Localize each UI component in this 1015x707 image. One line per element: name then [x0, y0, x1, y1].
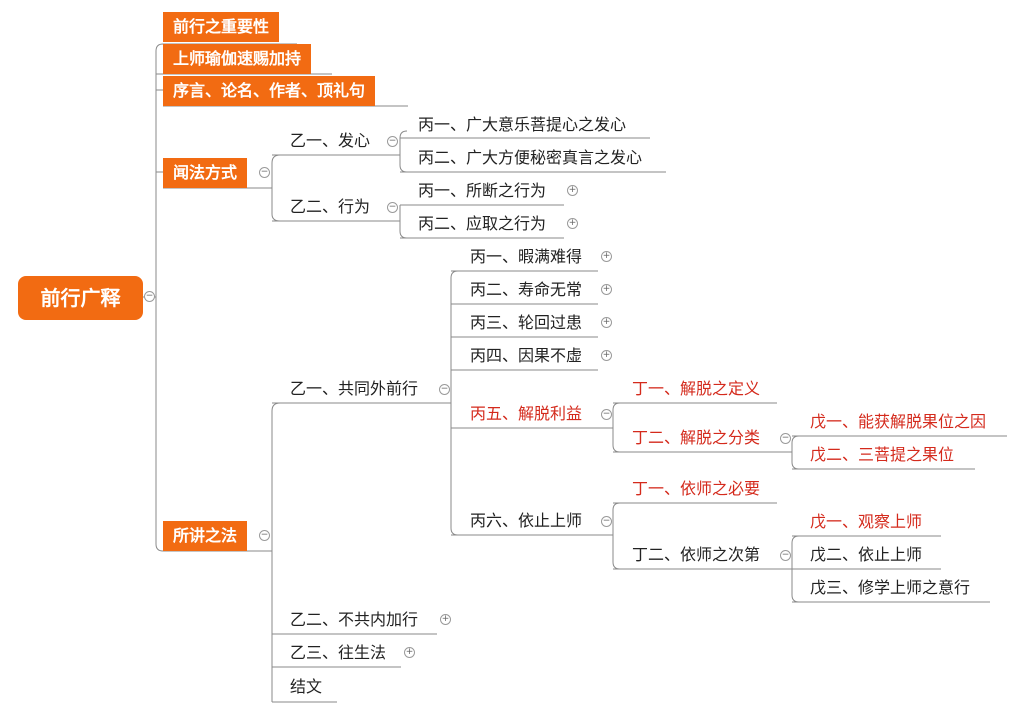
minus-circle-icon[interactable]: − — [439, 384, 450, 395]
topic-qianxing-importance[interactable]: 前行之重要性 — [163, 12, 280, 42]
plus-circle-icon[interactable]: + — [404, 647, 415, 658]
topic-bing1-suoduan[interactable]: 丙一、所断之行为 — [418, 181, 547, 200]
topic-wu1-guancha[interactable]: 戊一、观察上师 — [810, 512, 923, 531]
topic-bing4-yinguo[interactable]: 丙四、因果不虚 — [470, 346, 583, 365]
topic-suojiang[interactable]: 所讲之法 — [163, 521, 248, 551]
topic-bing3-lunhui[interactable]: 丙三、轮回过患 — [470, 313, 583, 332]
minus-circle-icon[interactable]: − — [144, 291, 155, 302]
topic-wu3-xiuxue[interactable]: 戊三、修学上师之意行 — [810, 578, 971, 597]
plus-circle-icon[interactable]: + — [601, 350, 612, 361]
topic-yi2-bugong[interactable]: 乙二、不共内加行 — [290, 610, 419, 629]
root-topic[interactable]: 前行广释 — [18, 276, 143, 320]
topic-wenfa[interactable]: 闻法方式 — [163, 158, 248, 188]
minus-circle-icon[interactable]: − — [601, 516, 612, 527]
plus-circle-icon[interactable]: + — [567, 218, 578, 229]
topic-yi1-faxin[interactable]: 乙一、发心 — [290, 131, 371, 150]
topic-bing2-mizong[interactable]: 丙二、广大方便秘密真言之发心 — [418, 148, 643, 167]
topic-yi1-gongtong[interactable]: 乙一、共同外前行 — [290, 379, 419, 398]
topic-bing5-jietuo[interactable]: 丙五、解脱利益 — [470, 404, 583, 423]
minus-circle-icon[interactable]: − — [780, 433, 791, 444]
plus-circle-icon[interactable]: + — [601, 251, 612, 262]
plus-circle-icon[interactable]: + — [440, 614, 451, 625]
minus-circle-icon[interactable]: − — [780, 550, 791, 561]
topic-ding1-biyao[interactable]: 丁一、依师之必要 — [632, 479, 761, 498]
topic-bing2-yingqu[interactable]: 丙二、应取之行为 — [418, 214, 547, 233]
minus-circle-icon[interactable]: − — [259, 530, 270, 541]
minus-circle-icon[interactable]: − — [387, 202, 398, 213]
topic-wu1-yin[interactable]: 戊一、能获解脱果位之因 — [810, 412, 987, 431]
topic-bing2-shouming[interactable]: 丙二、寿命无常 — [470, 280, 583, 299]
minus-circle-icon[interactable]: − — [601, 409, 612, 420]
topic-wu2-guowei[interactable]: 戊二、三菩提之果位 — [810, 445, 955, 464]
topic-yi2-xingwei[interactable]: 乙二、行为 — [290, 197, 371, 216]
topic-bing6-yizhi[interactable]: 丙六、依止上师 — [470, 511, 583, 530]
minus-circle-icon[interactable]: − — [259, 167, 270, 178]
topic-preface[interactable]: 序言、论名、作者、顶礼句 — [163, 76, 376, 106]
plus-circle-icon[interactable]: + — [567, 185, 578, 196]
topic-ding1-dingyi[interactable]: 丁一、解脱之定义 — [632, 379, 761, 398]
topic-jiewen[interactable]: 结文 — [290, 677, 323, 696]
plus-circle-icon[interactable]: + — [601, 317, 612, 328]
topic-guru-yoga[interactable]: 上师瑜伽速赐加持 — [163, 44, 312, 74]
topic-bing1-xiaman[interactable]: 丙一、暇满难得 — [470, 247, 583, 266]
topic-ding2-fenlei[interactable]: 丁二、解脱之分类 — [632, 428, 761, 447]
topic-yi3-wangsheng[interactable]: 乙三、往生法 — [290, 643, 387, 662]
topic-wu2-yizhi[interactable]: 戊二、依止上师 — [810, 545, 923, 564]
topic-ding2-cidi[interactable]: 丁二、依师之次第 — [632, 545, 761, 564]
plus-circle-icon[interactable]: + — [601, 284, 612, 295]
minus-circle-icon[interactable]: − — [387, 136, 398, 147]
topic-bing1-putixin[interactable]: 丙一、广大意乐菩提心之发心 — [418, 115, 627, 134]
